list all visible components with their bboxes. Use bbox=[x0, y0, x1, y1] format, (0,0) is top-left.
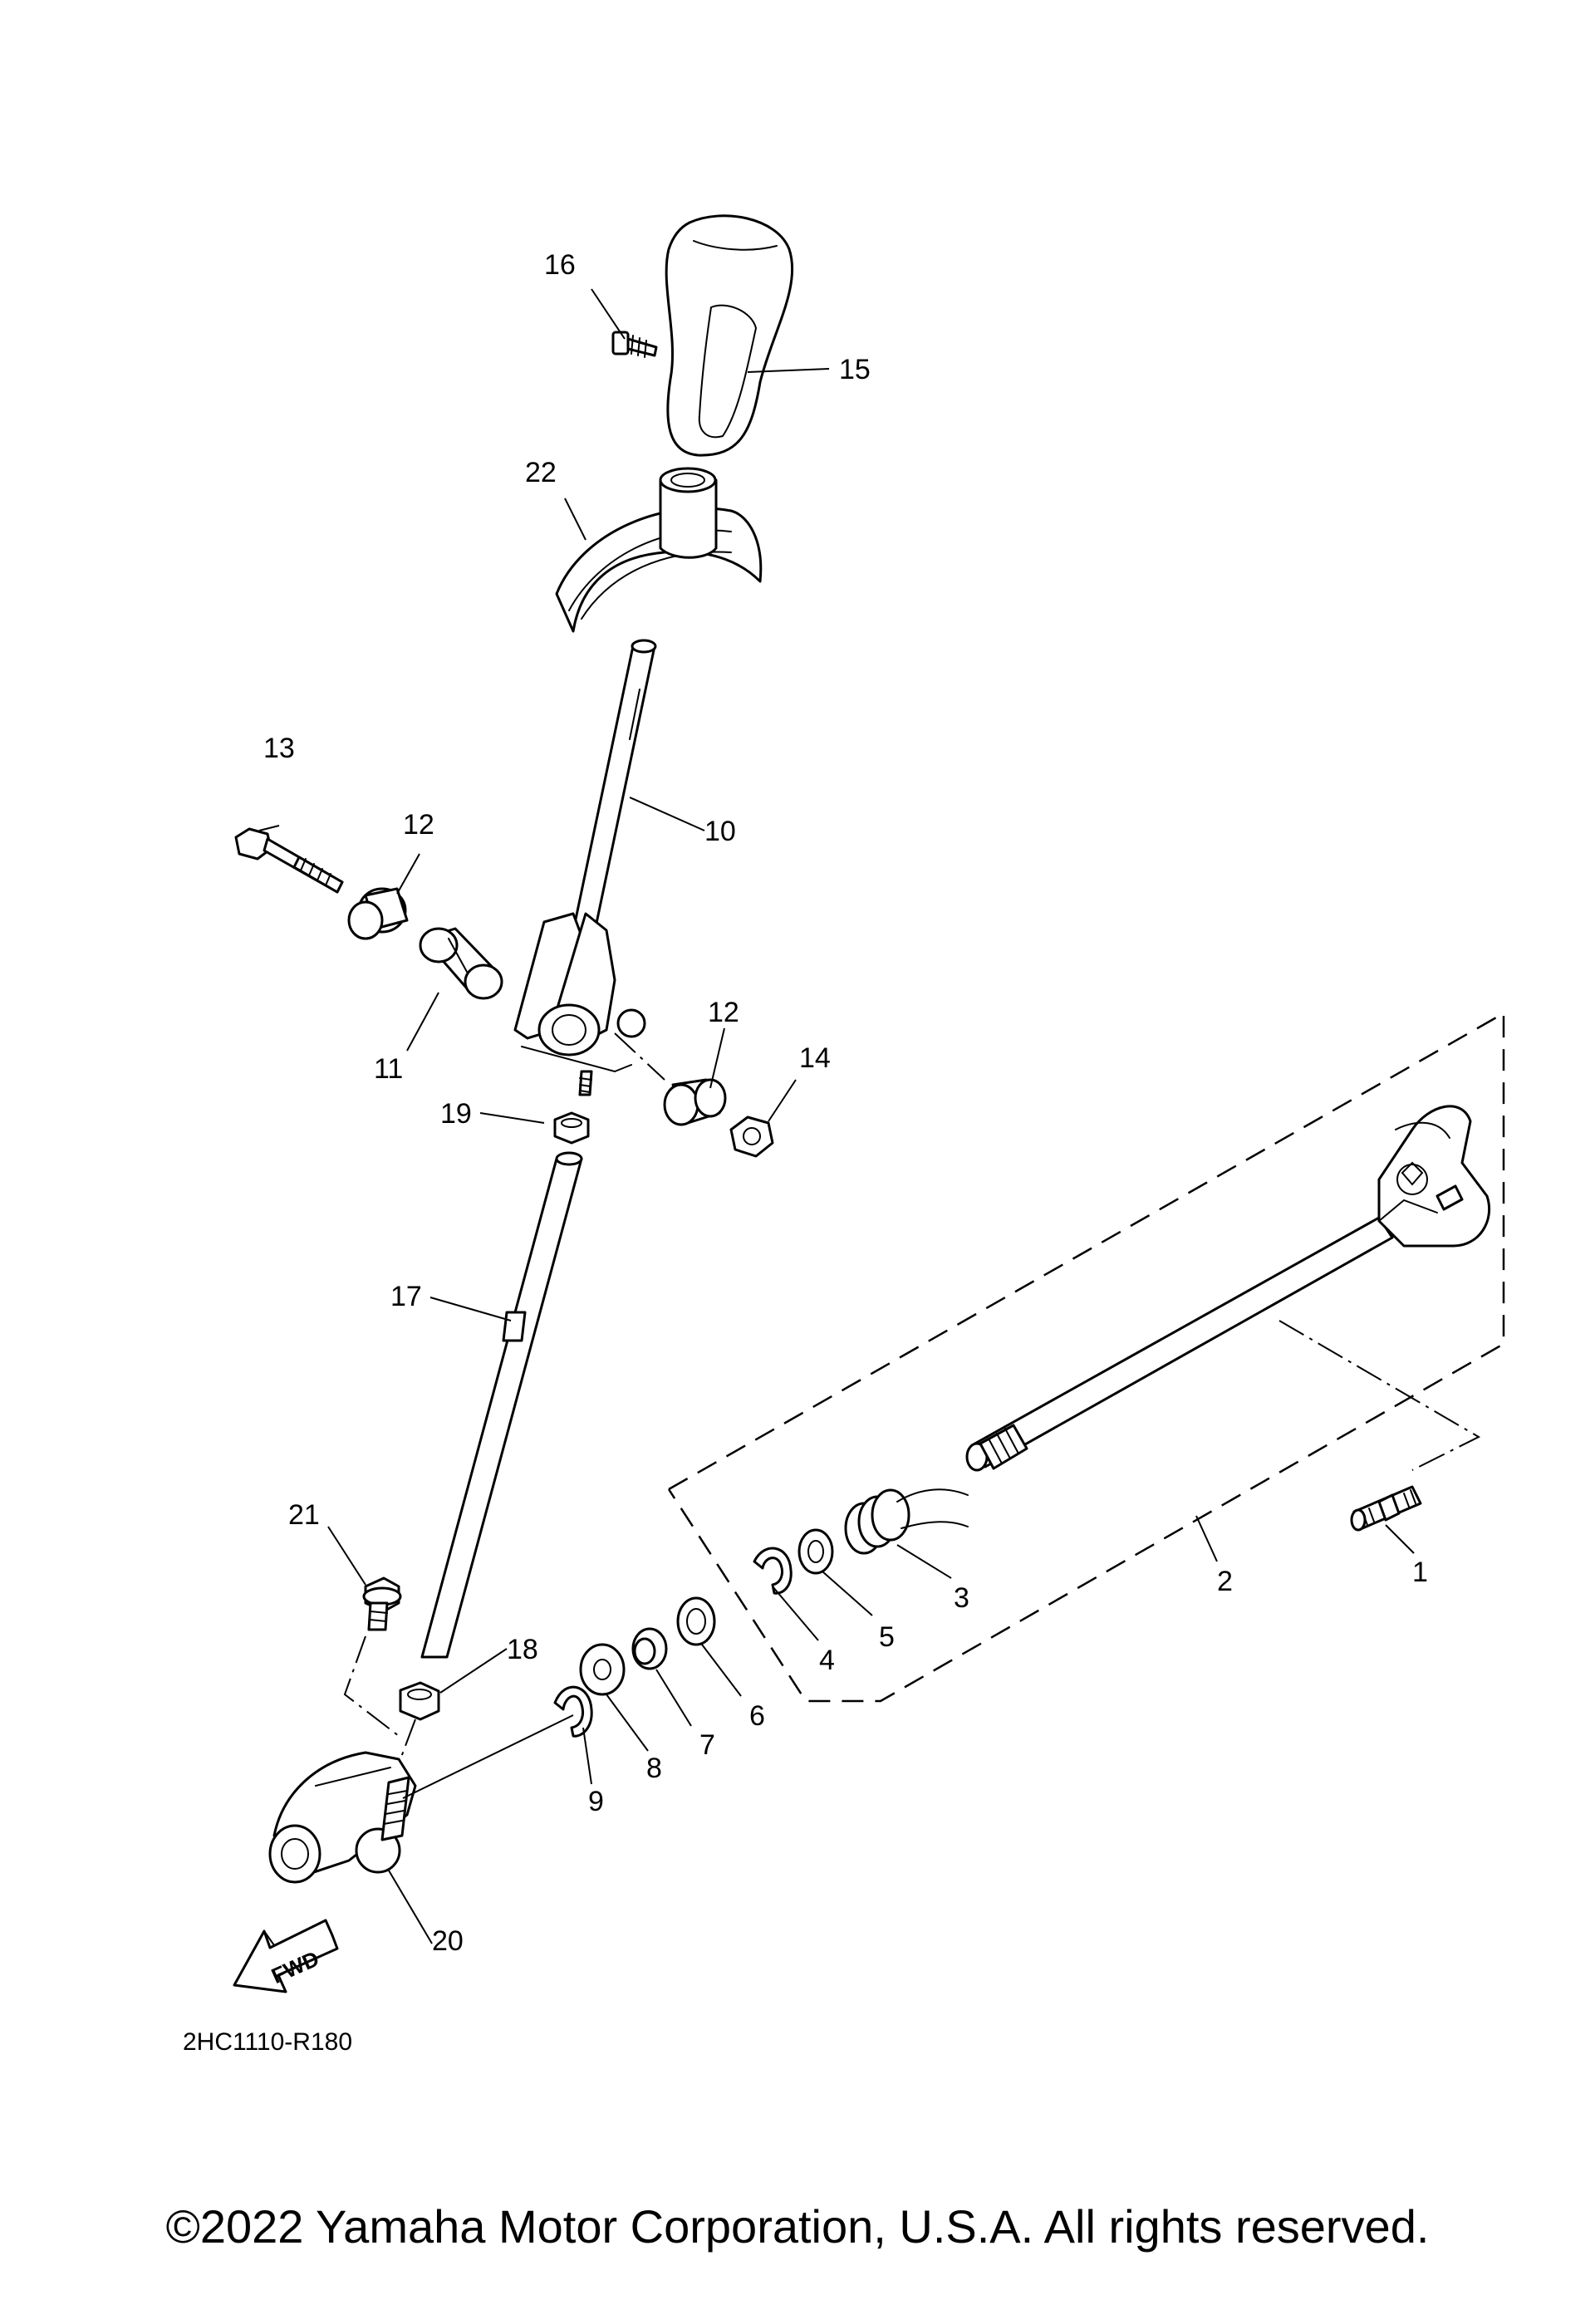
callout-16: 16 bbox=[544, 249, 576, 281]
knob-screw bbox=[611, 331, 658, 358]
callout-12b: 12 bbox=[708, 997, 739, 1028]
callout-3: 3 bbox=[954, 1582, 969, 1614]
shift-arm bbox=[268, 1751, 417, 1884]
callout-22: 22 bbox=[525, 457, 557, 488]
callout-11: 11 bbox=[374, 1053, 403, 1085]
callout-21: 21 bbox=[288, 1499, 320, 1531]
callout-18: 18 bbox=[507, 1634, 538, 1665]
lock-nut-upper bbox=[553, 1111, 590, 1145]
diagram-code: 2HC1110-R180 bbox=[183, 2028, 352, 2056]
callout-20: 20 bbox=[432, 1925, 464, 1957]
oil-seal-7 bbox=[631, 1627, 668, 1670]
stopper-bolt bbox=[1350, 1485, 1422, 1532]
collar bbox=[419, 927, 503, 1000]
circlip-9 bbox=[553, 1685, 593, 1738]
shift-shaft bbox=[965, 1105, 1491, 1472]
torsion-spring bbox=[844, 1488, 969, 1555]
callout-8: 8 bbox=[646, 1753, 662, 1784]
pivot-bolt bbox=[234, 827, 344, 894]
copyright-notice: ©2022 Yamaha Motor Corporation, U.S.A. A… bbox=[165, 2200, 1430, 2253]
bushing-right bbox=[663, 1078, 727, 1126]
callout-2: 2 bbox=[1217, 1566, 1233, 1597]
callout-5: 5 bbox=[879, 1621, 895, 1653]
callout-6: 6 bbox=[749, 1700, 765, 1732]
shift-boot bbox=[555, 467, 763, 633]
callout-15: 15 bbox=[839, 354, 871, 385]
fwd-arrow: FWD bbox=[233, 1919, 339, 1993]
shift-rod bbox=[420, 1151, 583, 1659]
callout-10: 10 bbox=[704, 816, 736, 847]
callout-4: 4 bbox=[819, 1645, 835, 1676]
shift-lever bbox=[513, 639, 657, 1096]
callout-19: 19 bbox=[440, 1098, 472, 1130]
circlip-4 bbox=[753, 1547, 793, 1595]
callout-9: 9 bbox=[588, 1786, 604, 1817]
washer-8 bbox=[579, 1643, 626, 1696]
flange-nut bbox=[729, 1115, 774, 1158]
leader-lines bbox=[258, 288, 1415, 1944]
bushing-left bbox=[347, 887, 409, 940]
callout-1: 1 bbox=[1412, 1557, 1428, 1588]
callout-14: 14 bbox=[799, 1042, 831, 1074]
washer-5 bbox=[798, 1528, 834, 1575]
callout-12a: 12 bbox=[403, 809, 434, 841]
callout-labels: 16 15 22 13 12 10 11 12 14 19 17 21 18 2… bbox=[263, 249, 1428, 1957]
callout-7: 7 bbox=[699, 1729, 715, 1761]
lock-nut-lower bbox=[399, 1681, 440, 1721]
shift-knob bbox=[665, 214, 794, 457]
assembly-group-outline bbox=[667, 1011, 1505, 1703]
callout-17: 17 bbox=[390, 1281, 422, 1312]
callout-13: 13 bbox=[263, 733, 295, 764]
washer-6 bbox=[676, 1596, 716, 1646]
flange-bolt bbox=[362, 1576, 402, 1631]
